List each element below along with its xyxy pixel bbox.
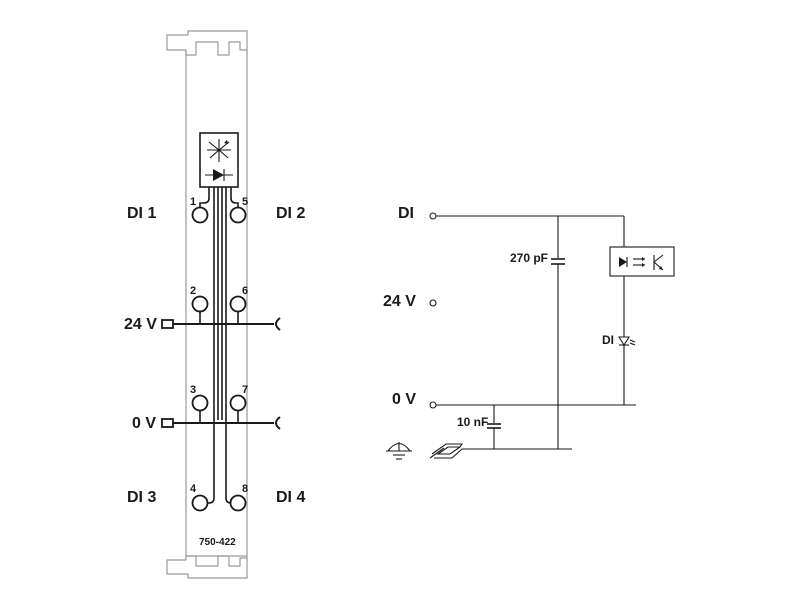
part-number: 750-422 [199, 537, 236, 548]
pin-label-3: 3 [190, 384, 196, 396]
module-internal-wiring [199, 187, 239, 504]
capacitor-10nf [487, 423, 501, 449]
label-led-di: DI [602, 333, 614, 347]
capacitor-270pf [551, 258, 565, 449]
earth-ground-icon [386, 442, 412, 460]
label-di2: DI 2 [276, 205, 305, 222]
bus-24v [161, 310, 281, 331]
sch-label-di: DI [398, 205, 414, 222]
terminal-8 [229, 494, 247, 512]
terminal-5 [229, 206, 247, 224]
label-24v: 24 V [124, 316, 157, 333]
label-270pf: 270 pF [510, 251, 548, 265]
sch-terminal-24v [429, 299, 437, 307]
terminal-3 [191, 394, 209, 412]
module-optocoupler-icon [199, 132, 239, 188]
terminal-6 [229, 295, 247, 313]
terminal-4 [191, 494, 209, 512]
module-housing [166, 30, 248, 579]
sch-terminal-di [429, 212, 437, 220]
sch-label-0v: 0 V [392, 391, 416, 408]
pin-label-1: 1 [190, 196, 196, 208]
pin-label-8: 8 [242, 483, 248, 495]
sch-led-icon [618, 276, 636, 405]
terminal-7 [229, 394, 247, 412]
terminal-2 [191, 295, 209, 313]
terminal-1 [191, 206, 209, 224]
module-terminals [191, 206, 247, 512]
sch-label-24v: 24 V [383, 293, 416, 310]
label-di1: DI 1 [127, 205, 156, 222]
pin-label-4: 4 [190, 483, 197, 495]
label-di4: DI 4 [276, 489, 305, 506]
sch-0v-line [436, 404, 636, 423]
sch-optocoupler-icon [609, 246, 675, 277]
sch-terminal-0v [429, 401, 437, 409]
sch-di-line [436, 215, 625, 258]
pin-label-5: 5 [242, 196, 248, 208]
din-rail-icon [429, 443, 464, 459]
bus-0v [161, 410, 281, 430]
label-di3: DI 3 [127, 489, 156, 506]
label-0v: 0 V [132, 415, 156, 432]
pin-label-7: 7 [242, 384, 248, 396]
pin-label-6: 6 [242, 285, 248, 297]
label-10nf: 10 nF [457, 415, 488, 429]
pin-label-2: 2 [190, 285, 196, 297]
